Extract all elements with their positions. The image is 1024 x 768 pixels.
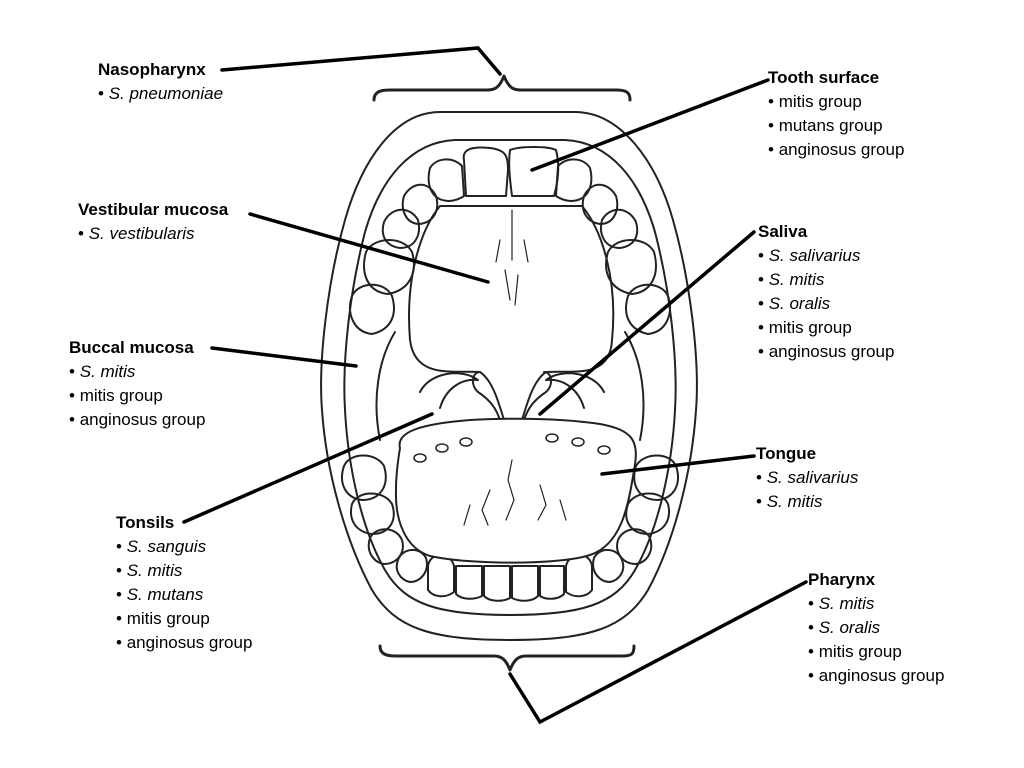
tongue-papillae xyxy=(413,433,611,463)
leader-nasopharynx xyxy=(220,46,502,76)
label-item: • S. salivarius xyxy=(756,468,859,487)
tongue xyxy=(394,417,637,564)
label-item: • anginosus group xyxy=(116,633,253,652)
label-tongue: Tongue • S. salivarius • S. mitis xyxy=(756,442,858,514)
label-item: • anginosus group xyxy=(758,342,895,361)
lower-teeth xyxy=(341,454,679,602)
label-saliva: Saliva • S. salivarius • S. mitis • S. o… xyxy=(758,220,894,364)
tonsil-arch-left xyxy=(419,372,479,409)
palate-raphe xyxy=(495,209,529,306)
pharynx-bracket xyxy=(378,644,636,672)
label-title: Tooth surface xyxy=(768,68,880,87)
label-title: Buccal mucosa xyxy=(69,338,194,357)
label-item: • S. vestibularis xyxy=(78,224,195,243)
label-tonsils: Tonsils • S. sanguis • S. mitis • S. mut… xyxy=(116,511,252,655)
label-item: • S. mutans xyxy=(116,585,204,604)
leader-saliva xyxy=(538,230,756,416)
label-pharynx: Pharynx • S. mitis • S. oralis • mitis g… xyxy=(808,568,944,688)
leader-tonsils xyxy=(182,412,434,524)
label-item: • S. salivarius xyxy=(758,246,861,265)
label-item: • S. sanguis xyxy=(116,537,207,556)
label-item: • mutans group xyxy=(768,116,883,135)
upper-teeth xyxy=(349,146,671,335)
leader-vestibular-mucosa xyxy=(248,212,490,284)
label-item: • anginosus group xyxy=(808,666,945,685)
label-item: • mitis group xyxy=(808,642,902,661)
label-tooth-surface: Tooth surface • mitis group • mutans gro… xyxy=(768,66,918,162)
label-vestibular-mucosa: Vestibular mucosa • S. vestibularis xyxy=(78,198,228,246)
label-item: • S. oralis xyxy=(758,294,831,313)
leader-tooth-surface xyxy=(530,78,770,172)
label-title: Saliva xyxy=(758,222,808,241)
leader-tongue xyxy=(600,454,756,476)
label-item: • S. mitis xyxy=(756,492,823,511)
label-item: • S. mitis xyxy=(116,561,183,580)
label-item: • mitis group xyxy=(69,386,163,405)
label-item: • mitis group xyxy=(758,318,852,337)
label-item: • S. oralis xyxy=(808,618,881,637)
label-title: Nasopharynx xyxy=(98,60,206,79)
cheek-fold-right xyxy=(624,331,645,441)
tonsil-arch-right xyxy=(545,372,605,409)
label-title: Tongue xyxy=(756,444,817,463)
label-item: • S. pneumoniae xyxy=(98,84,224,103)
label-nasopharynx: Nasopharynx • S. pneumoniae xyxy=(98,58,223,106)
face-outline xyxy=(320,111,698,641)
label-title: Tonsils xyxy=(116,513,175,532)
label-item: • mitis group xyxy=(768,92,862,111)
label-title: Pharynx xyxy=(808,570,876,589)
leader-pharynx xyxy=(508,580,808,725)
palate xyxy=(408,205,615,430)
label-item: • S. mitis xyxy=(808,594,875,613)
nasopharynx-bracket xyxy=(372,74,632,102)
tongue-fissures xyxy=(463,459,567,526)
label-title: Vestibular mucosa xyxy=(78,200,229,219)
label-item: • S. mitis xyxy=(69,362,136,381)
label-item: • S. mitis xyxy=(758,270,825,289)
label-item: • mitis group xyxy=(116,609,210,628)
leader-buccal-mucosa xyxy=(210,346,358,368)
label-item: • anginosus group xyxy=(768,140,905,159)
label-buccal-mucosa: Buccal mucosa • S. mitis • mitis group •… xyxy=(69,336,205,432)
lip-outline xyxy=(343,139,677,616)
cheek-fold-left xyxy=(375,331,396,441)
label-item: • anginosus group xyxy=(69,410,206,429)
